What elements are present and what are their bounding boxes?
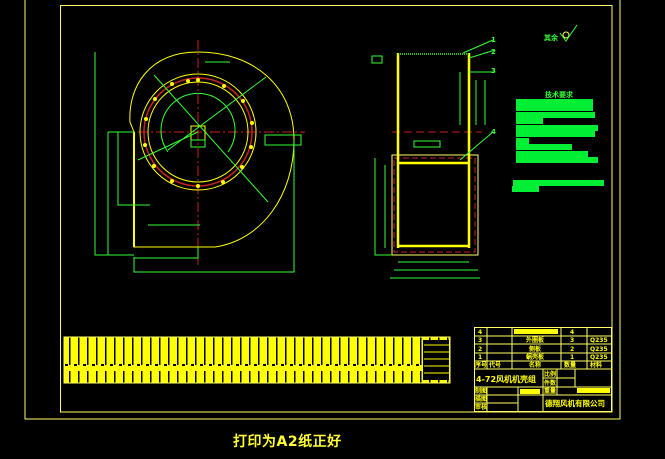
leader-label-3: 3 — [491, 67, 496, 75]
part-material: Q235 — [590, 346, 608, 353]
technical-requirements: 技术要求 — [512, 90, 604, 192]
leader-label-1: 1 — [491, 36, 496, 44]
header-code: 代号 — [488, 361, 501, 369]
side-view-fan-housing: 1 2 3 4 — [371, 36, 496, 279]
part-no: 1 — [478, 354, 482, 361]
part-name: 蜗壳板 — [526, 353, 545, 361]
part-qty: 3 — [570, 337, 574, 344]
tech-requirements-title: 技术要求 — [545, 90, 574, 99]
title-block — [474, 327, 612, 412]
label-traced: 描图 — [475, 395, 487, 403]
label-weight: 重量 — [544, 387, 556, 395]
drawing-frame — [24, 0, 621, 420]
roughness-label: 其余 — [544, 33, 559, 42]
title-block-parts: 4 4 3 外圈板 3 Q235 2 侧板 2 Q235 1 蜗壳板 1 Q23… — [474, 329, 608, 411]
part-row: 2 侧板 2 Q235 — [478, 345, 608, 353]
company-name: 德翔风机有限公司 — [545, 398, 605, 408]
part-qty: 1 — [570, 354, 574, 361]
front-view-fan-housing — [94, 40, 305, 273]
drawing-title: 4-72风机机壳组 — [476, 374, 536, 384]
leader-label-2: 2 — [491, 48, 496, 56]
label-scale: 比例 — [544, 370, 556, 378]
header-qty: 数量 — [564, 361, 576, 369]
part-qty: 2 — [570, 346, 574, 353]
leader-label-4: 4 — [491, 128, 496, 136]
label-drawn: 制图 — [475, 387, 487, 395]
label-checked: 审核 — [475, 403, 487, 411]
part-material: Q235 — [590, 354, 608, 361]
part-material: Q235 — [590, 337, 608, 344]
part-no: 4 — [478, 329, 482, 336]
header-no: 序号 — [474, 361, 487, 369]
part-row: 3 外圈板 3 Q235 — [478, 336, 608, 344]
header-material: 材料 — [589, 361, 602, 369]
parts-list-table — [63, 336, 451, 384]
part-row: 1 蜗壳板 1 Q235 — [478, 353, 608, 361]
part-no: 3 — [478, 337, 482, 344]
label-count: 件数 — [544, 379, 557, 387]
part-row: 4 4 — [478, 329, 574, 336]
part-name: 外圈板 — [525, 336, 545, 344]
header-name: 名称 — [529, 361, 541, 369]
part-no: 2 — [478, 346, 482, 353]
roughness-symbol: 其余 — [544, 24, 578, 42]
print-note-caption: 打印为A2纸正好 — [233, 434, 342, 450]
part-qty: 4 — [570, 329, 574, 336]
part-name: 侧板 — [529, 345, 542, 353]
